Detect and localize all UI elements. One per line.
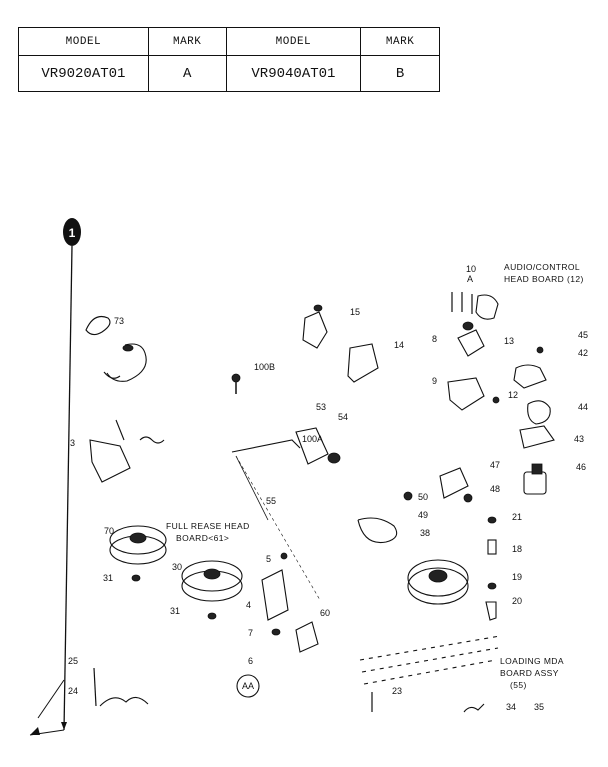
full-erase-head-board-label-line-2: BOARD<61> [176,533,229,543]
callout-15: 15 [350,307,360,317]
callout-50: 50 [418,492,428,502]
callout-54: 54 [338,412,348,422]
audio-control-head-board-label-line-2: HEAD BOARD (12) [504,274,584,284]
callout-9: 9 [432,376,437,386]
callout-3: 3 [70,438,75,448]
callout-25: 25 [68,656,78,666]
callout-43: 43 [574,434,584,444]
callout-31-b: 31 [170,606,180,616]
audio-control-head-board-label-line-1: AUDIO/CONTROL [504,262,580,272]
callout-19: 19 [512,572,522,582]
callout-73: 73 [114,316,124,326]
callout-42: 42 [578,348,588,358]
callout-6: 6 [248,656,253,666]
callout-4: 4 [246,600,251,610]
callout-7: 7 [248,628,253,638]
loading-mda-board-label-line-3: (55) [510,680,527,690]
callout-53: 53 [316,402,326,412]
callout-24: 24 [68,686,78,696]
header-mark-2: MARK [360,27,440,56]
callout-45: 45 [578,330,588,340]
callout-34: 34 [506,702,516,712]
model-2-value: VR9040AT01 [225,55,362,92]
callout-20: 20 [512,596,522,606]
callout-100b: 100B [254,362,275,372]
loading-mda-board-label-line-1: LOADING MDA [500,656,564,666]
group-marker-label: 1 [69,226,76,240]
callout-38: 38 [420,528,430,538]
callout-48: 48 [490,484,500,494]
callout-49: 49 [418,510,428,520]
callout-35: 35 [534,702,544,712]
part-sketches [85,292,555,713]
callout-18: 18 [512,544,522,554]
model-1-value: VR9020AT01 [18,55,149,92]
callout-5: 5 [266,554,271,564]
callout-30: 30 [172,562,182,572]
callout-70: 70 [104,526,114,536]
callout-31-a: 31 [103,573,113,583]
header-mark-1: MARK [147,27,227,56]
mark-2-value: B [360,55,440,92]
callout-47: 47 [490,460,500,470]
loading-mda-board-label-line-2: BOARD ASSY [500,668,559,678]
callout-46: 46 [576,462,586,472]
header-model-1: MODEL [18,27,149,56]
board-labels: AUDIO/CONTROL HEAD BOARD (12) FULL REASE… [166,262,584,690]
callout-12: 12 [508,390,518,400]
callout-100a: 100A [302,434,323,444]
model-mark-table: MODEL MARK MODEL MARK VR9020AT01 A VR904… [18,27,440,92]
callout-44: 44 [578,402,588,412]
model-table-value-row: VR9020AT01 A VR9040AT01 B [18,55,440,92]
callout-23: 23 [392,686,402,696]
model-table-header-row: MODEL MARK MODEL MARK [18,27,440,56]
callout-8: 8 [432,334,437,344]
callout-aa: AA [242,681,254,691]
callout-10-a: A [467,274,473,284]
group-marker: 1 [29,218,81,736]
callout-14: 14 [394,340,404,350]
full-erase-head-board-label-line-1: FULL REASE HEAD [166,521,250,531]
callout-numbers: 73 15 14 10 A 8 13 45 42 9 12 44 43 100B… [68,264,588,712]
callout-10: 10 [466,264,476,274]
callout-60: 60 [320,608,330,618]
callout-55: 55 [266,496,276,506]
callout-13: 13 [504,336,514,346]
callout-21: 21 [512,512,522,522]
